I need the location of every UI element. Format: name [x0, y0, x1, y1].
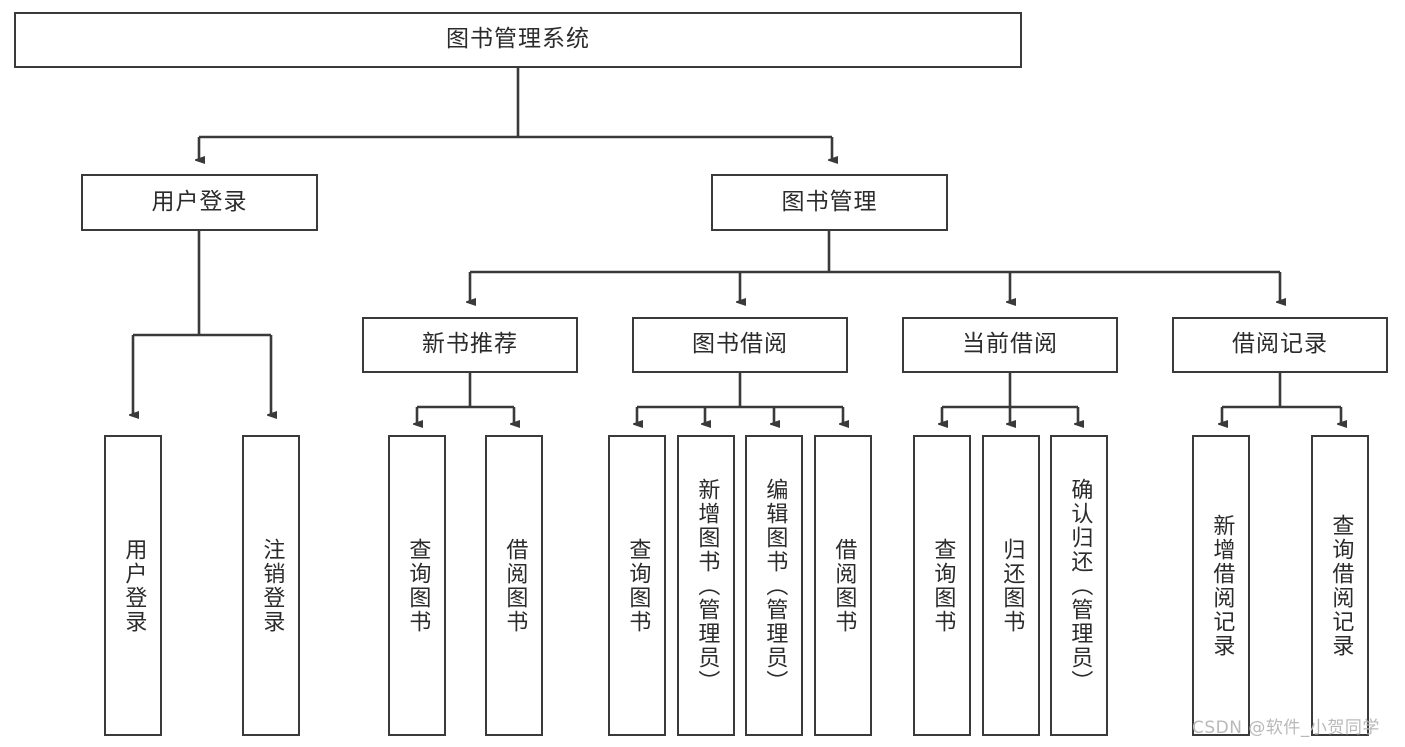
leaf-borrow-edit-book-admin[interactable]: 编辑图书（管理员） [745, 435, 803, 736]
leaf-borrow-borrow-book[interactable]: 借阅图书 [814, 435, 872, 736]
node-label: 确认归还（管理员） [1067, 477, 1093, 694]
leaf-current-confirm-return-admin[interactable]: 确认归还（管理员） [1050, 435, 1108, 736]
node-root-system[interactable]: 图书管理系统 [14, 12, 1022, 68]
node-label: 查询图书 [405, 537, 431, 634]
leaf-current-query-book[interactable]: 查询图书 [913, 435, 971, 736]
leaf-borrow-query-book[interactable]: 查询图书 [608, 435, 666, 736]
node-label: 用户登录 [121, 537, 147, 634]
leaf-recommend-borrow-book[interactable]: 借阅图书 [485, 435, 543, 736]
node-label: 借阅图书 [502, 537, 528, 634]
node-label: 查询图书 [625, 537, 651, 634]
node-book-management[interactable]: 图书管理 [711, 174, 948, 231]
node-label: 借阅记录 [1232, 331, 1328, 358]
node-label: 编辑图书（管理员） [762, 477, 788, 694]
node-label: 图书管理 [781, 188, 878, 215]
leaf-record-add-record[interactable]: 新增借阅记录 [1192, 435, 1250, 736]
leaf-record-query-record[interactable]: 查询借阅记录 [1311, 435, 1369, 736]
node-new-book-recommend[interactable]: 新书推荐 [362, 317, 578, 373]
leaf-current-return-book[interactable]: 归还图书 [982, 435, 1040, 736]
node-borrow-record[interactable]: 借阅记录 [1172, 317, 1388, 373]
leaf-borrow-add-book-admin[interactable]: 新增图书（管理员） [677, 435, 735, 736]
node-user-login[interactable]: 用户登录 [81, 174, 318, 231]
node-book-borrow[interactable]: 图书借阅 [632, 317, 848, 373]
node-label: 查询借阅记录 [1328, 513, 1354, 658]
leaf-user-login-signout[interactable]: 注销登录 [242, 435, 300, 736]
node-label: 图书借阅 [692, 331, 788, 358]
node-label: 用户登录 [151, 188, 248, 215]
node-label: 新书推荐 [422, 331, 518, 358]
node-current-borrow[interactable]: 当前借阅 [902, 317, 1118, 373]
node-label: 图书管理系统 [446, 26, 590, 53]
node-label: 当前借阅 [962, 331, 1058, 358]
leaf-user-login-signin[interactable]: 用户登录 [104, 435, 162, 736]
node-label: 注销登录 [259, 537, 285, 634]
leaf-recommend-query-book[interactable]: 查询图书 [388, 435, 446, 736]
csdn-watermark: CSDN @软件_小贺同学 [1192, 718, 1380, 738]
node-label: 借阅图书 [831, 537, 857, 634]
node-label: 新增图书（管理员） [694, 477, 720, 694]
node-label: 查询图书 [930, 537, 956, 634]
node-label: 新增借阅记录 [1209, 513, 1235, 658]
node-label: 归还图书 [999, 537, 1025, 634]
